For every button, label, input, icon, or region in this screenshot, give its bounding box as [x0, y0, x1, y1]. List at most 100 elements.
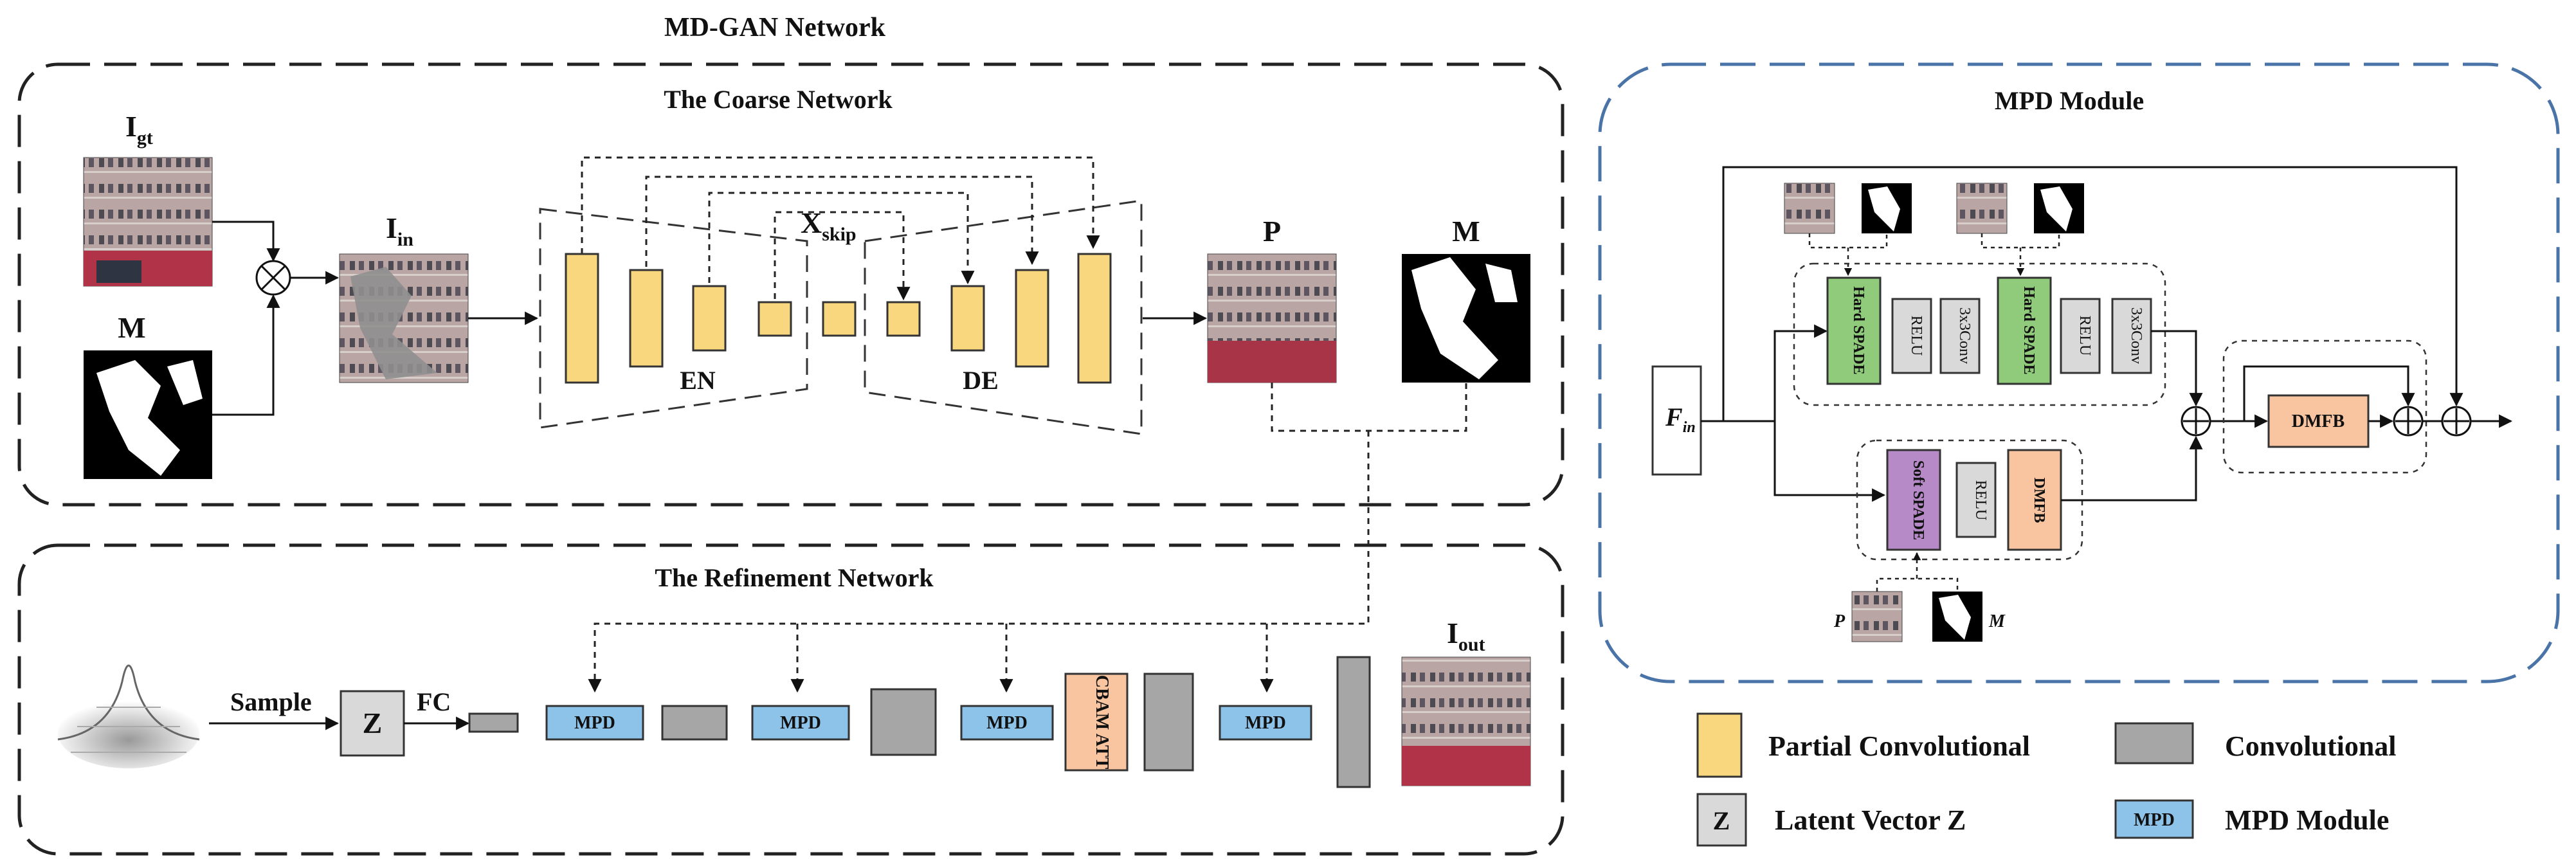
fc-block — [468, 712, 519, 733]
hard-spade-block-2 — [1997, 276, 2052, 385]
relu-block-1 — [1891, 298, 1932, 374]
mask-image — [84, 350, 212, 479]
encoder-block-1 — [565, 253, 599, 384]
decoder-label: DE — [963, 366, 999, 395]
dmfb-block-soft — [2007, 449, 2062, 551]
hard-branch-line — [1773, 324, 1828, 421]
latent-z-label: Z — [363, 707, 383, 739]
hard-spade-input-images-1 — [1784, 183, 1912, 234]
soft-branch-line — [1773, 421, 1886, 502]
main-title: MD-GAN Network — [664, 13, 886, 42]
mpd-module-title: MPD Module — [1995, 86, 2144, 115]
relu-soft-label: RELU — [1972, 480, 1989, 521]
conv-block-2 — [870, 688, 937, 756]
conv-block-1 — [661, 705, 728, 741]
soft-spade-block — [1886, 449, 1941, 551]
multiply-icon — [255, 260, 291, 296]
coarse-network-title: The Coarse Network — [664, 85, 893, 114]
iin-image — [339, 253, 469, 383]
refinement-network-frame — [17, 543, 1565, 856]
mask-label: M — [118, 311, 145, 344]
encoder-blocks — [565, 253, 1112, 384]
refinement-network-title: The Refinement Network — [655, 563, 934, 592]
soft-spade-bracket — [1876, 577, 1959, 592]
add-icon-2 — [2393, 406, 2424, 437]
coarse-output-label: P — [1263, 215, 1281, 248]
hard-branch-group — [1793, 262, 2166, 406]
cbam-block — [1064, 673, 1129, 772]
gaussian-distribution-image — [57, 664, 200, 768]
hard-spade-2-bracket — [1981, 233, 2060, 249]
mpd-block-1-label: MPD — [574, 713, 615, 733]
hard-branch-blocks — [1826, 276, 2152, 385]
conv-block-hard-2 — [2111, 298, 2152, 374]
conv-2-label: 3x3Conv — [2128, 307, 2145, 364]
coarse-output-image — [1207, 253, 1337, 383]
encoder-block-4 — [757, 301, 792, 337]
soft-p-label: P — [1833, 611, 1846, 631]
decoder-block-1 — [886, 301, 921, 337]
igt-label: Igt — [125, 110, 153, 149]
relu-1-label: RELU — [1908, 316, 1925, 356]
mpd-block-3 — [960, 705, 1054, 741]
hard-out-line — [2151, 330, 2203, 407]
legend-latent-label: Latent Vector Z — [1775, 804, 1966, 836]
relu-block-soft — [1955, 462, 1997, 538]
coarse-mask-image — [1402, 254, 1530, 383]
mask-arrow — [212, 294, 280, 416]
soft-out-line — [2061, 435, 2203, 502]
encoder-trapezoid — [539, 208, 808, 429]
hard-spade-input-images-2 — [1956, 183, 2084, 234]
soft-m-label: M — [1988, 611, 2006, 631]
residual-top-line — [1722, 166, 2463, 421]
hard-spade-2-label: Hard SPADE — [2020, 286, 2037, 375]
bottleneck-block — [822, 301, 857, 337]
add-icon-1 — [2181, 406, 2211, 437]
legend-mpd-chip-label: MPD — [2134, 810, 2175, 830]
soft-spade-input-images — [1851, 591, 1982, 642]
decoder-block-2 — [950, 285, 985, 352]
conv-1-label: 3x3Conv — [1956, 307, 1973, 364]
pm-bracket — [1271, 383, 1467, 432]
mpd-module-frame — [1598, 62, 2560, 683]
legend-conv-swatch — [2114, 722, 2194, 764]
soft-spade-label: Soft SPADE — [1910, 460, 1927, 540]
legend-conv-label: Convolutional — [2225, 730, 2397, 762]
pm-to-mpd-line — [588, 431, 1370, 693]
legend-partial-label: Partial Convolutional — [1768, 730, 2030, 762]
relu-2-label: RELU — [2076, 316, 2093, 356]
legend-partial-swatch — [1696, 712, 1743, 778]
decoder-block-4 — [1077, 253, 1112, 384]
decoder-block-3 — [1015, 269, 1049, 368]
legend: Partial Convolutional Convolutional Z La… — [1696, 712, 2397, 847]
pm-branches — [790, 624, 1274, 693]
fin-label: Fin — [1665, 402, 1696, 436]
mpd-block-2 — [751, 705, 850, 741]
skip-connections — [581, 156, 1100, 301]
legend-latent-swatch — [1696, 793, 1747, 847]
soft-branch-group — [1856, 439, 2083, 561]
dmfb-block — [2267, 394, 2370, 448]
encoder-block-2 — [629, 269, 664, 368]
iout-image — [1401, 656, 1531, 786]
dmfb-skip-line — [2243, 365, 2415, 421]
latent-z-box — [340, 690, 405, 757]
mpd-block-2-label: MPD — [780, 713, 821, 733]
encoder-block-3 — [692, 285, 727, 352]
add-icon-3 — [2441, 406, 2472, 437]
hard-spade-1-bracket — [1808, 233, 1888, 249]
conv-block-hard-1 — [1939, 298, 1981, 374]
relu-block-2 — [2060, 298, 2101, 374]
legend-latent-z: Z — [1713, 806, 1730, 835]
mpd-block-1 — [545, 705, 644, 741]
conv-block-3 — [1143, 673, 1194, 772]
soft-branch-blocks — [1886, 449, 2062, 551]
mpd-block-4-label: MPD — [1245, 713, 1286, 733]
dmfb-group — [2222, 339, 2427, 474]
legend-mpd-swatch — [2114, 799, 2194, 839]
fc-label: FC — [417, 687, 451, 716]
dmfb-soft-label: DMFB — [2031, 478, 2047, 523]
coarse-mask-label: M — [1452, 215, 1480, 248]
igt-image — [83, 157, 213, 287]
